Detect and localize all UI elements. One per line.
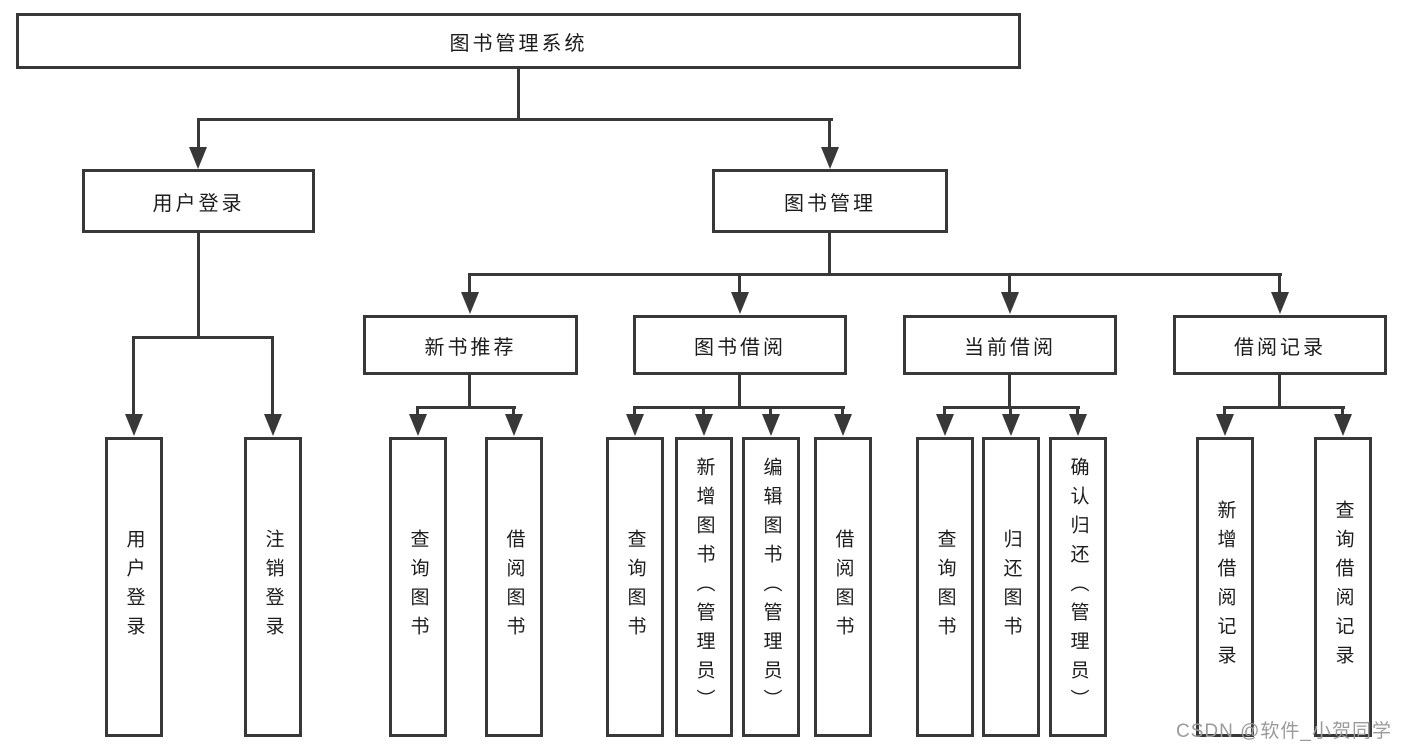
- connector-line: [1008, 273, 1011, 295]
- node-new-book-recommend-label: 新书推荐: [424, 336, 517, 359]
- arrowhead-down: [626, 414, 644, 436]
- node-user-login-label: 用户登录: [152, 192, 245, 215]
- connector-line: [633, 406, 636, 418]
- arrowhead-down: [125, 414, 143, 436]
- arrowhead-down: [834, 414, 852, 436]
- connector-line: [1278, 273, 1281, 295]
- arrowhead-down: [461, 292, 479, 314]
- arrowhead-down: [821, 147, 839, 169]
- connector-line: [828, 233, 831, 273]
- leaf-return-book: 归还图书: [982, 437, 1040, 737]
- watermark: CSDN @软件_小贺同学: [1176, 721, 1392, 742]
- arrowhead-down: [695, 414, 713, 436]
- connector-line: [738, 273, 741, 295]
- connector-line: [197, 118, 833, 121]
- connector-line: [1009, 406, 1012, 418]
- connector-line: [633, 406, 845, 409]
- node-book-management: 图书管理: [712, 169, 948, 233]
- connector-line: [416, 406, 516, 409]
- leaf-label: 查询图书: [407, 529, 429, 645]
- leaf-label: 归还图书: [1000, 529, 1022, 645]
- node-book-borrow: 图书借阅: [633, 315, 847, 375]
- leaf-query-book-current: 查询图书: [916, 437, 974, 737]
- connector-line: [1008, 375, 1011, 406]
- leaf-label: 查询借阅记录: [1332, 500, 1354, 674]
- node-borrow-records: 借阅记录: [1173, 315, 1387, 375]
- leaf-label: 新增借阅记录: [1214, 500, 1236, 674]
- arrowhead-down: [409, 414, 427, 436]
- leaf-add-borrow-record: 新增借阅记录: [1196, 437, 1254, 737]
- connector-line: [1278, 375, 1281, 406]
- leaf-borrow-book: 借阅图书: [814, 437, 872, 737]
- node-user-login: 用户登录: [82, 169, 315, 233]
- connector-line: [1076, 406, 1079, 418]
- connector-line: [1223, 406, 1345, 409]
- connector-line: [132, 336, 274, 339]
- node-root: 图书管理系统: [16, 13, 1021, 69]
- connector-line: [769, 406, 772, 418]
- arrowhead-down: [762, 414, 780, 436]
- connector-line: [197, 118, 200, 150]
- arrowhead-down: [1069, 414, 1087, 436]
- connector-line: [271, 336, 274, 416]
- leaf-label: 新增图书（管理员）: [693, 456, 715, 718]
- leaf-add-book-admin: 新增图书（管理员）: [675, 437, 733, 737]
- connector-line: [416, 406, 419, 418]
- leaf-query-book-borrow: 查询图书: [606, 437, 664, 737]
- connector-line: [943, 406, 946, 418]
- node-current-borrow: 当前借阅: [903, 315, 1117, 375]
- connector-line: [468, 273, 1282, 276]
- node-borrow-records-label: 借阅记录: [1234, 336, 1326, 359]
- connector-line: [841, 406, 844, 418]
- leaf-label: 借阅图书: [832, 529, 854, 645]
- arrowhead-down: [936, 414, 954, 436]
- connector-line: [828, 118, 831, 150]
- leaf-user-login: 用户登录: [105, 437, 163, 737]
- connector-line: [197, 233, 200, 336]
- connector-line: [468, 375, 471, 406]
- leaf-user-login-label: 用户登录: [123, 529, 145, 645]
- leaf-label: 确认归还（管理员）: [1067, 456, 1089, 718]
- node-new-book-recommend: 新书推荐: [363, 315, 578, 375]
- arrowhead-down: [1002, 414, 1020, 436]
- leaf-label: 编辑图书（管理员）: [760, 456, 782, 718]
- leaf-logout: 注销登录: [244, 437, 302, 737]
- node-root-label: 图书管理系统: [449, 32, 588, 55]
- arrowhead-down: [505, 414, 523, 436]
- leaf-label: 查询图书: [934, 529, 956, 645]
- connector-line: [132, 336, 135, 416]
- leaf-query-book-recommend: 查询图书: [389, 437, 447, 737]
- leaf-label: 查询图书: [624, 529, 646, 645]
- arrowhead-down: [1271, 292, 1289, 314]
- leaf-confirm-return-admin: 确认归还（管理员）: [1049, 437, 1107, 737]
- arrowhead-down: [1334, 414, 1352, 436]
- leaf-borrow-book-recommend: 借阅图书: [485, 437, 543, 737]
- node-current-borrow-label: 当前借阅: [964, 336, 1056, 359]
- leaf-label: 借阅图书: [503, 529, 525, 645]
- leaf-query-borrow-record: 查询借阅记录: [1314, 437, 1372, 737]
- connector-line: [517, 69, 520, 118]
- arrowhead-down: [731, 292, 749, 314]
- arrowhead-down: [189, 147, 207, 169]
- arrowhead-down: [1216, 414, 1234, 436]
- connector-line: [702, 406, 705, 418]
- connector-line: [738, 375, 741, 406]
- arrowhead-down: [1001, 292, 1019, 314]
- connector-line: [468, 273, 471, 295]
- node-book-management-label: 图书管理: [784, 192, 876, 215]
- leaf-logout-label: 注销登录: [262, 529, 284, 645]
- leaf-edit-book-admin: 编辑图书（管理员）: [742, 437, 800, 737]
- arrowhead-down: [264, 414, 282, 436]
- connector-line: [1223, 406, 1226, 418]
- connector-line: [512, 406, 515, 418]
- connector-line: [1341, 406, 1344, 418]
- node-book-borrow-label: 图书借阅: [694, 336, 786, 359]
